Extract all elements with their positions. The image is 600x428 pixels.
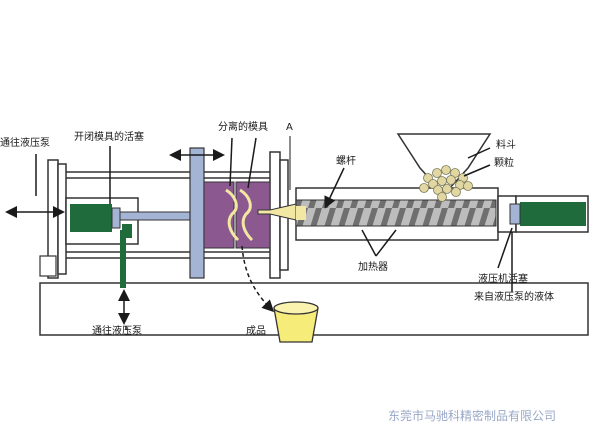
mold-cavity-right (239, 188, 254, 242)
label-screw: 螺杆 (336, 155, 356, 167)
mold-half-right (235, 181, 271, 249)
watermark: 东莞市马驰科精密制品有限公司 (388, 408, 556, 423)
label-pellets: 颗粒 (494, 156, 514, 169)
mold-cavity-left (225, 188, 240, 242)
melt-front (296, 206, 306, 220)
ejection-path-arrow (241, 245, 275, 313)
label-product: 成品 (246, 325, 266, 337)
left-hydraulic-fluid (70, 204, 112, 232)
arrows (5, 136, 513, 330)
label-marker-a: A (286, 122, 293, 133)
label-hyd-piston: 液压机活塞 (478, 272, 528, 285)
piston-rod (119, 211, 197, 221)
bucket-rim (273, 301, 319, 315)
label-heater: 加热器 (358, 260, 388, 273)
lower-fluid (122, 224, 132, 238)
label-mold-halves: 分离的模具 (218, 120, 268, 133)
machine-base (39, 282, 589, 336)
drain-pipe (120, 230, 126, 288)
right-piston-head (509, 203, 521, 225)
moving-platen (189, 147, 205, 279)
label-to-pump-bottom: 通往液压泵 (92, 324, 142, 337)
label-hopper: 料斗 (496, 138, 516, 151)
screw (295, 199, 497, 227)
left-piston-head (111, 207, 121, 229)
right-hydraulic-fluid (520, 202, 586, 226)
label-to-pump-left: 通往液压泵 (0, 136, 50, 149)
label-mold-piston: 开闭模具的活塞 (74, 130, 144, 143)
pellet-cluster (419, 165, 473, 202)
label-fluid-from-pump: 来自液压泵的液体 (474, 290, 554, 303)
